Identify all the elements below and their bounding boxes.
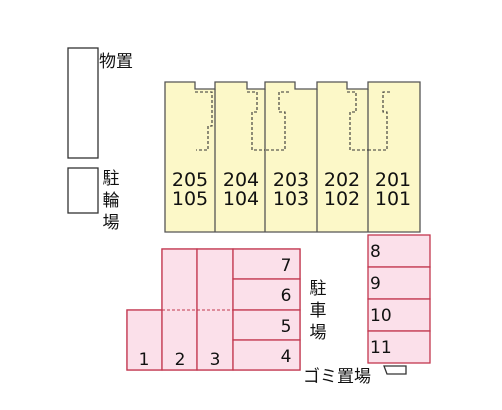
garbage-label: ゴミ置場 xyxy=(303,367,371,387)
storage-label: 物置 xyxy=(99,52,133,72)
parking-space-number: 11 xyxy=(370,338,392,358)
unit-lower-number: 104 xyxy=(222,188,260,210)
parking-lot-separate xyxy=(367,234,431,364)
parking-space-10 xyxy=(367,298,431,332)
parking-space-number: 7 xyxy=(280,256,292,276)
unit-upper-number: 205 xyxy=(171,169,209,191)
unit-interior-dashes xyxy=(195,91,390,151)
parking-space-number: 1 xyxy=(138,350,150,370)
parking-space-9 xyxy=(367,266,431,300)
bike-parking-label-char: 駐 xyxy=(102,169,120,189)
unit-lower-number: 103 xyxy=(272,188,310,210)
unit-lower-number: 102 xyxy=(323,188,361,210)
garbage-station xyxy=(383,365,407,375)
parking-label-char: 車 xyxy=(309,301,327,321)
parking-space-number: 3 xyxy=(209,350,221,370)
unit-upper-number: 201 xyxy=(374,169,412,191)
parking-space-number: 10 xyxy=(370,306,392,326)
bicycle-parking-area xyxy=(67,167,99,214)
parking-space-number: 6 xyxy=(280,286,292,306)
parking-label-char: 駐 xyxy=(309,279,327,299)
parking-space-1 xyxy=(126,309,163,371)
unit-upper-number: 202 xyxy=(323,169,361,191)
parking-lot-main xyxy=(126,248,301,371)
parking-space-number: 9 xyxy=(370,274,381,294)
bike-parking-label-char: 場 xyxy=(102,213,120,233)
parking-space-number: 4 xyxy=(280,347,292,367)
unit-dividers xyxy=(214,89,369,232)
bike-parking-label: 駐 輪 場 xyxy=(101,168,121,234)
unit-lower-number: 105 xyxy=(171,188,209,210)
unit-upper-number: 203 xyxy=(272,169,310,191)
parking-space-number: 8 xyxy=(370,242,381,262)
parking-space-number: 2 xyxy=(174,350,186,370)
parking-space-4 xyxy=(232,339,301,371)
parking-space-8 xyxy=(367,234,431,268)
parking-space-5 xyxy=(232,309,301,341)
storage-shed xyxy=(67,47,99,159)
parking-space-6 xyxy=(232,278,301,311)
bike-parking-label-char: 輪 xyxy=(102,191,120,211)
parking-space-11 xyxy=(367,330,431,364)
parking-label: 駐 車 場 xyxy=(308,278,328,344)
parking-label-char: 場 xyxy=(309,323,327,343)
unit-upper-number: 204 xyxy=(222,169,260,191)
parking-space-number: 5 xyxy=(280,317,292,337)
unit-lower-number: 101 xyxy=(374,188,412,210)
apartment-building xyxy=(164,81,421,233)
